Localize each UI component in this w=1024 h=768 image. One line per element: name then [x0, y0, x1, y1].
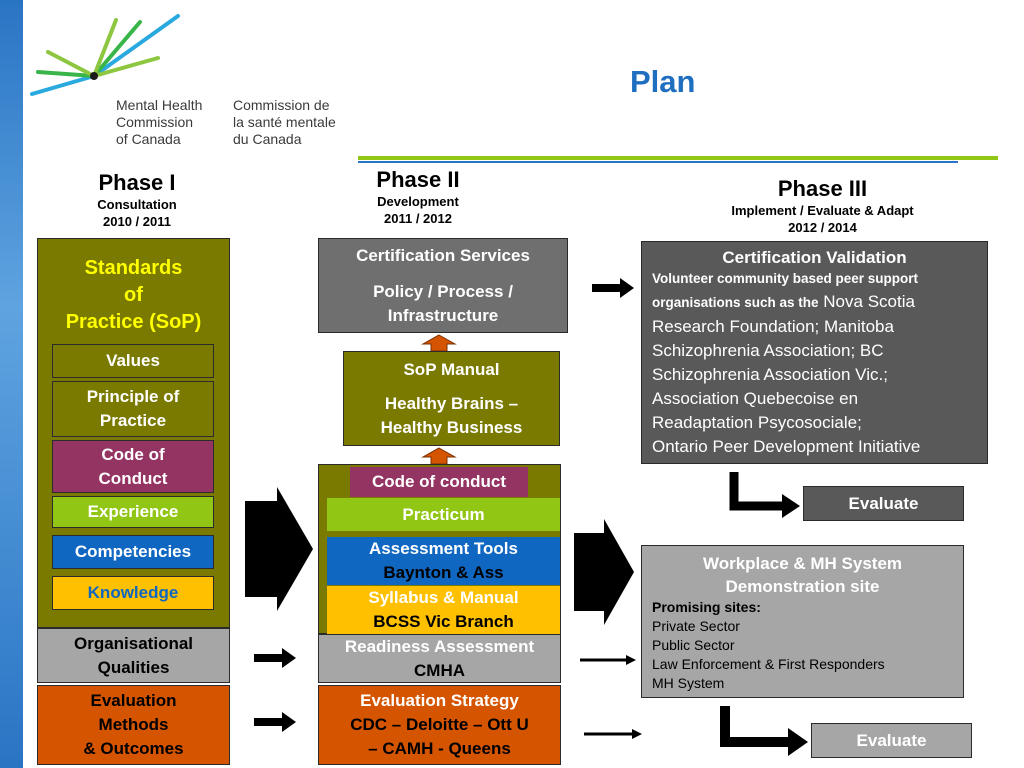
page-title: Plan	[630, 64, 696, 99]
competencies-box: Competencies	[52, 535, 214, 569]
left-accent-bar	[0, 0, 23, 768]
knowledge-box: Knowledge	[52, 576, 214, 610]
code-of-conduct-label: Code of conduct	[350, 467, 528, 497]
down-right-arrow-icon	[720, 706, 808, 756]
practicum-box: Practicum	[327, 498, 560, 531]
sop-manual-box: SoP Manual Healthy Brains –Healthy Busin…	[343, 351, 560, 446]
phase2-header: Phase II Development 2011 / 2012	[376, 167, 460, 226]
phase1-header: Phase I Consultation 2010 / 2011	[97, 170, 177, 229]
title-divider-bottom	[358, 161, 958, 163]
cert-validation-box: Certification Validation Volunteer commu…	[641, 241, 988, 464]
mhcc-logo-icon	[30, 14, 180, 96]
big-right-arrow-icon	[245, 487, 313, 611]
up-arrow-icon	[421, 334, 457, 352]
phase3-header: Phase III Implement / Evaluate & Adapt 2…	[731, 176, 914, 235]
right-arrow-icon	[254, 648, 296, 668]
right-arrow-icon	[254, 712, 296, 732]
eval-strategy-box: Evaluation Strategy CDC – Deloitte – Ott…	[318, 685, 561, 765]
experience-box: Experience	[52, 496, 214, 528]
thin-right-arrow-icon	[584, 729, 642, 739]
cert-services-box: Certification Services Policy / Process …	[318, 238, 568, 333]
values-box: Values	[52, 344, 214, 378]
right-arrow-icon	[592, 278, 634, 298]
workplace-box: Workplace & MH System Demonstration site…	[641, 545, 964, 698]
up-arrow-icon	[421, 447, 457, 465]
title-divider-top	[358, 156, 998, 160]
evaluate-button-2: Evaluate	[811, 723, 972, 758]
down-right-arrow-icon	[729, 472, 800, 518]
thin-right-arrow-icon	[580, 655, 636, 665]
evaluate-button-1: Evaluate	[803, 486, 964, 521]
big-right-arrow-icon	[574, 519, 634, 625]
